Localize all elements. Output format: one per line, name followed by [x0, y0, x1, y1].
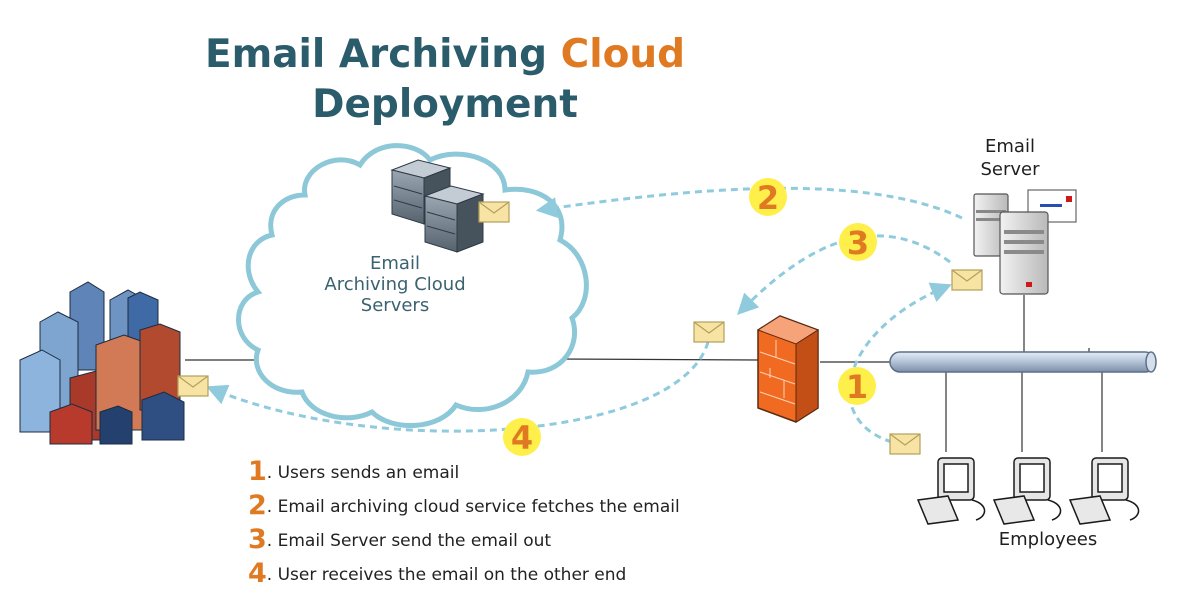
page-title-line-2: Deployment — [312, 82, 578, 127]
legend-step-1: 1. Users sends an email — [248, 452, 680, 486]
network-bus-pipe-icon — [889, 351, 1157, 373]
step-badge-3-label: 3 — [847, 224, 869, 262]
envelope-firewall — [693, 321, 725, 343]
step-badge-2: 2 — [749, 178, 787, 217]
server-tower-icon — [973, 189, 1077, 295]
cloud-servers-label-line-2: Archiving Cloud — [324, 274, 466, 295]
envelope-cloud — [478, 201, 510, 223]
legend-step-4-number: 4 — [248, 558, 267, 589]
legend-step-1-text: . Users sends an email — [266, 463, 460, 483]
envelope-server — [951, 269, 983, 291]
step-badge-1: 1 — [838, 367, 876, 406]
computer-workstation-icon — [916, 457, 1140, 525]
city-buildings-icon — [19, 281, 185, 445]
email-server-label-line-2: Server — [980, 159, 1040, 180]
step-badge-3: 3 — [839, 223, 877, 262]
legend-step-1-number: 1 — [248, 456, 267, 487]
workstation-3 — [1068, 457, 1140, 525]
cloud-servers-label-line-3: Servers — [360, 295, 430, 316]
server-rack-icon — [390, 159, 485, 253]
envelope-city — [177, 375, 209, 397]
title-accent: Cloud — [560, 32, 686, 77]
legend-step-2-number: 2 — [248, 490, 267, 521]
email-server-label: Email Server — [960, 135, 1060, 181]
envelope-employees — [889, 433, 921, 455]
step-badge-4-label: 4 — [511, 419, 533, 457]
step-badge-4: 4 — [503, 418, 541, 457]
workstation-2 — [992, 457, 1062, 525]
legend-step-2: 2. Email archiving cloud service fetches… — [248, 486, 680, 520]
cloud-servers-label: Email Archiving Cloud Servers — [300, 253, 490, 316]
workstation-1 — [916, 457, 986, 525]
legend-step-4: 4. User receives the email on the other … — [248, 554, 680, 588]
title-prefix: Email Archiving — [204, 32, 561, 77]
page-title-line-1: Email Archiving Cloud — [0, 32, 890, 77]
step-badge-1-label: 1 — [846, 368, 868, 406]
step-badge-2-label: 2 — [757, 179, 779, 217]
step-badges: 1 2 3 4 — [503, 178, 877, 457]
flow-arrow-2 — [535, 186, 963, 220]
employees-label: Employees — [998, 529, 1098, 550]
flow-arrow-4 — [206, 341, 710, 433]
cloud-firewall-link — [554, 358, 759, 361]
email-server-label-line-1: Email — [985, 136, 1035, 157]
firewall-icon — [756, 315, 820, 423]
legend-step-4-text: . User receives the email on the other e… — [266, 565, 627, 585]
legend-step-3-number: 3 — [248, 524, 267, 555]
steps-legend: 1. Users sends an email 2. Email archivi… — [248, 452, 680, 588]
envelope-icon — [177, 201, 983, 455]
cloud-servers-label-line-1: Email — [370, 253, 420, 274]
legend-step-2-text: . Email archiving cloud service fetches … — [266, 497, 680, 517]
legend-step-3-text: . Email Server send the email out — [266, 531, 552, 551]
legend-step-3: 3. Email Server send the email out — [248, 520, 680, 554]
